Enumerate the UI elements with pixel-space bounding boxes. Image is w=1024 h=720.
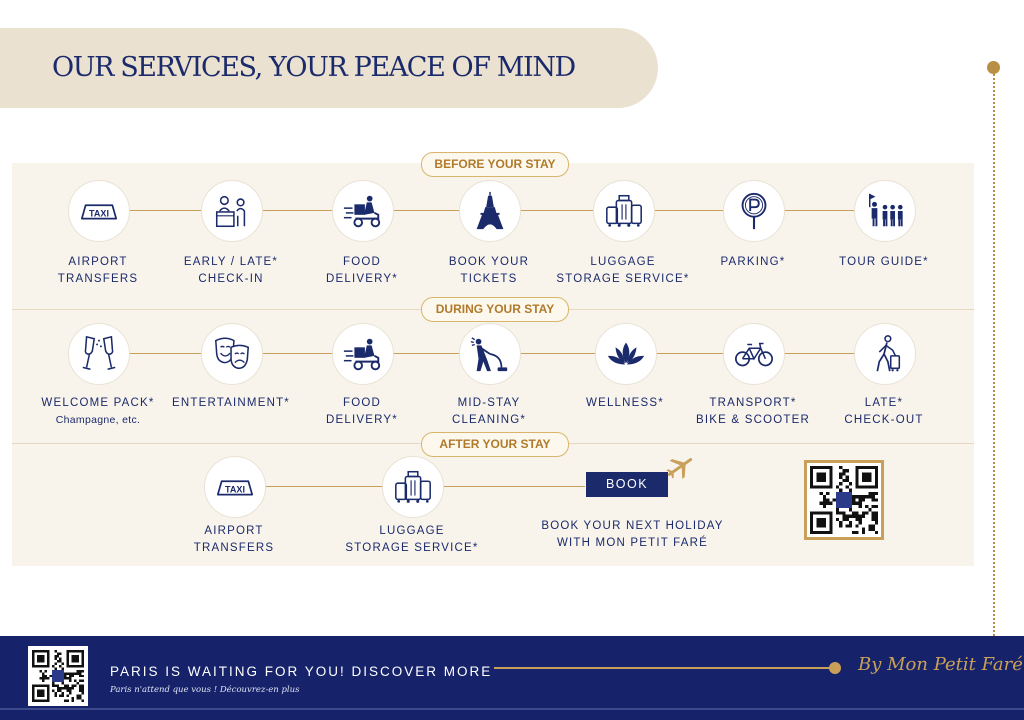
lotus-icon — [607, 342, 645, 365]
service-icon-circle[interactable]: TAXI — [204, 456, 266, 518]
service-label: AIRPORT TRANSFERS — [193, 525, 275, 554]
book-button[interactable]: BOOK — [586, 472, 668, 497]
taxi-icon: TAXI — [80, 204, 118, 220]
vacuum-cleaner-icon — [470, 337, 508, 372]
eiffel-tower-icon — [476, 191, 504, 230]
service-label: LATE* CHECK-OUT — [844, 397, 924, 426]
service-icon-circle[interactable] — [201, 180, 263, 242]
footer-qr-code[interactable] — [28, 646, 88, 706]
brand-signature: By Mon Petit Faré — [858, 654, 1023, 675]
service-icon-circle[interactable] — [332, 180, 394, 242]
page-title: OUR SERVICES, YOUR PEACE OF MIND — [52, 52, 576, 83]
reception-desk-icon — [215, 195, 246, 228]
airplane-icon — [666, 458, 693, 479]
service-label: TOUR GUIDE* — [839, 256, 929, 268]
service-icon-circle[interactable] — [332, 323, 394, 385]
service-label: PARKING* — [720, 256, 786, 268]
side-timeline-line — [993, 69, 995, 636]
parking-sign-icon — [741, 192, 767, 230]
service-label: FOOD DELIVERY* — [326, 256, 398, 285]
qr-code[interactable] — [804, 460, 884, 540]
champagne-glasses-icon — [82, 335, 116, 371]
service-label: AIRPORT TRANSFERS — [57, 256, 139, 285]
service-icon-circle[interactable] — [201, 323, 263, 385]
footer-title: PARIS IS WAITING FOR YOU! DISCOVER MORE — [110, 664, 493, 679]
service-icon-circle[interactable] — [854, 180, 916, 242]
footer-gold-line — [494, 667, 836, 669]
service-label: MID-STAY CLEANING* — [451, 397, 527, 426]
service-icon-circle[interactable] — [459, 323, 521, 385]
side-timeline-dot — [987, 61, 1000, 74]
service-label: ENTERTAINMENT* — [172, 397, 290, 409]
luggage-icon — [395, 470, 431, 503]
footer-subtitle: Paris n'attend que vous ! Découvrez-en p… — [110, 685, 300, 695]
service-icon-circle[interactable] — [854, 323, 916, 385]
service-label: EARLY / LATE* CHECK-IN — [183, 256, 279, 285]
service-label: BOOK YOUR TICKETS — [448, 256, 530, 285]
stage-label: DURING YOUR STAY — [421, 297, 569, 322]
taxi-icon: TAXI — [216, 480, 254, 496]
footer-bar — [0, 636, 1024, 720]
qr-pattern — [810, 466, 878, 534]
service-icon-circle[interactable] — [723, 323, 785, 385]
service-label: FOOD DELIVERY* — [326, 397, 398, 426]
svg-text:TAXI: TAXI — [225, 484, 245, 494]
service-icon-circle[interactable] — [459, 180, 521, 242]
traveler-suitcase-icon — [876, 335, 901, 372]
service-label: WELCOME PACK*Champagne, etc. — [23, 395, 173, 429]
book-next-holiday-text: BOOK YOUR NEXT HOLIDAY WITH MON PETIT FA… — [541, 520, 724, 549]
qr-pattern — [32, 650, 84, 702]
luggage-icon — [606, 194, 642, 227]
service-label: LUGGAGE STORAGE SERVICE* — [345, 525, 479, 554]
service-label: WELLNESS* — [586, 397, 664, 409]
service-icon-circle[interactable] — [595, 323, 657, 385]
service-icon-circle[interactable] — [382, 456, 444, 518]
tour-group-icon — [869, 193, 903, 227]
service-label: TRANSPORT* BIKE & SCOOTER — [696, 397, 810, 426]
delivery-scooter-icon — [343, 338, 381, 371]
title-banner: OUR SERVICES, YOUR PEACE OF MIND — [0, 28, 658, 108]
stage-label: AFTER YOUR STAY — [421, 432, 569, 457]
service-icon-circle[interactable] — [723, 180, 785, 242]
service-icon-circle[interactable] — [68, 323, 130, 385]
service-icon-circle[interactable]: TAXI — [68, 180, 130, 242]
stage-label: BEFORE YOUR STAY — [421, 152, 569, 177]
service-label: LUGGAGE STORAGE SERVICE* — [556, 256, 690, 285]
bicycle-icon — [735, 342, 773, 367]
footer-gold-dot — [829, 662, 841, 674]
service-icon-circle[interactable] — [593, 180, 655, 242]
delivery-scooter-icon — [343, 195, 381, 228]
service-sublabel: Champagne, etc. — [55, 414, 141, 426]
theater-masks-icon — [214, 337, 250, 370]
svg-text:TAXI: TAXI — [89, 208, 109, 218]
footer-divider — [0, 708, 1024, 710]
